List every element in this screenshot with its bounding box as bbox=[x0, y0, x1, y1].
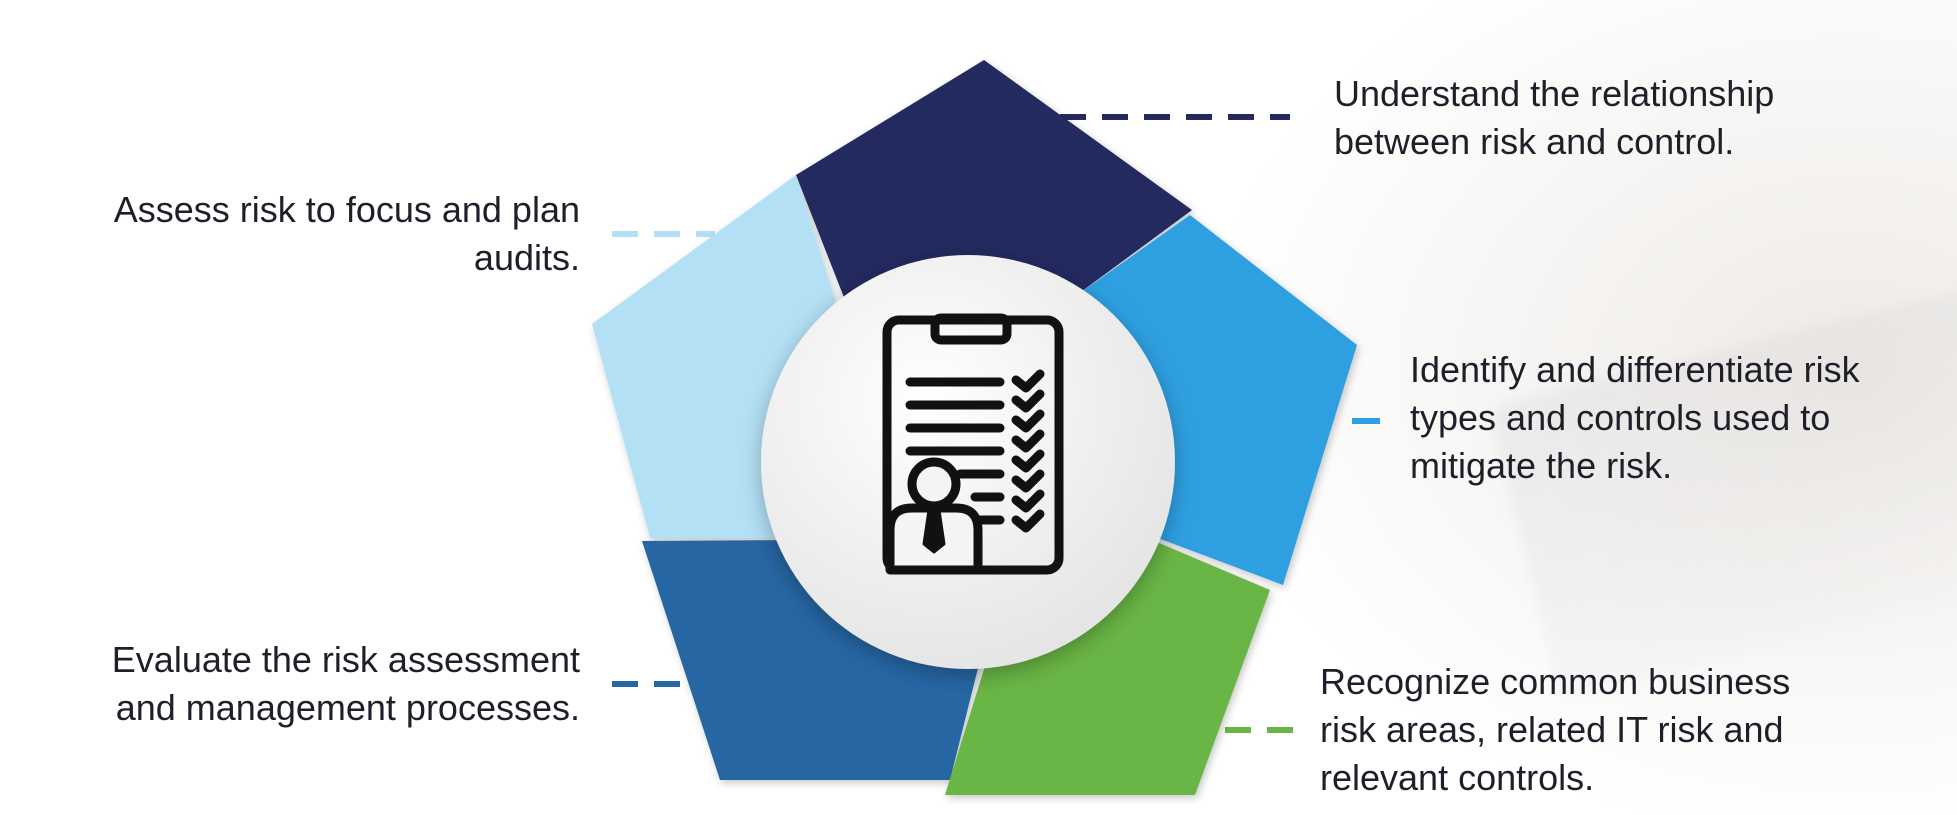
objective-assess-risk: Assess risk to focus and plan audits. bbox=[113, 189, 580, 278]
center-circle bbox=[761, 255, 1175, 669]
clipboard-checklist-person-icon bbox=[882, 313, 1064, 575]
connector-lines bbox=[612, 114, 1380, 733]
objective-evaluate-processes: Evaluate the risk assessment and managem… bbox=[111, 639, 580, 728]
segment-understand bbox=[796, 60, 1192, 300]
objective-recognize-risk-areas: Recognize common business risk areas, re… bbox=[1320, 661, 1791, 798]
background-photo-fade bbox=[1237, 0, 1957, 815]
objective-understand-relationship: Understand the relationship between risk… bbox=[1334, 73, 1775, 162]
objective-identify-risk-types: Identify and differentiate risk types an… bbox=[1410, 349, 1860, 486]
segment-recognize bbox=[945, 520, 1270, 795]
